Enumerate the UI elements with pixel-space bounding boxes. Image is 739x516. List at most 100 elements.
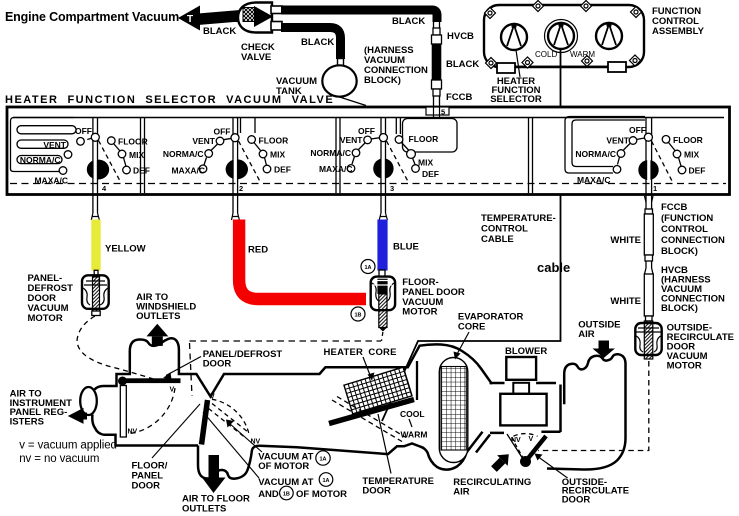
svg-text:V: V <box>529 436 534 443</box>
svg-text:MOTOR: MOTOR <box>667 361 702 372</box>
svg-text:VACUUM: VACUUM <box>364 55 405 66</box>
svg-text:COLD: COLD <box>535 50 557 59</box>
svg-text:FLOOR: FLOOR <box>409 134 439 144</box>
svg-text:AIR: AIR <box>453 487 470 498</box>
svg-text:DOOR: DOOR <box>203 359 232 370</box>
svg-text:BLOWER: BLOWER <box>505 346 547 357</box>
svg-text:MAXA/C: MAXA/C <box>577 175 611 185</box>
svg-text:BLACK: BLACK <box>392 16 425 27</box>
svg-text:TEMPERATURE-: TEMPERATURE- <box>481 213 556 224</box>
svg-text:VACUUM: VACUUM <box>28 303 69 314</box>
svg-text:4: 4 <box>102 184 107 193</box>
svg-text:VENT: VENT <box>606 136 629 146</box>
svg-text:FLOOR/: FLOOR/ <box>132 461 168 472</box>
svg-text:AIR TO: AIR TO <box>136 292 168 303</box>
svg-text:MIX: MIX <box>684 150 699 160</box>
svg-text:BLOCK): BLOCK) <box>661 246 698 257</box>
svg-text:CORE: CORE <box>458 322 485 333</box>
svg-text:HEATER CORE: HEATER CORE <box>324 347 397 358</box>
svg-text:COOL: COOL <box>400 409 425 419</box>
svg-text:YELLOW: YELLOW <box>105 244 146 255</box>
svg-text:3: 3 <box>390 184 394 193</box>
svg-text:Engine Compartment Vacuum: Engine Compartment Vacuum <box>5 10 179 24</box>
svg-text:VENT: VENT <box>192 136 215 146</box>
svg-text:NORMA/C: NORMA/C <box>163 149 204 159</box>
svg-text:FLOOR: FLOOR <box>259 136 289 146</box>
svg-text:v = vacuum applied: v = vacuum applied <box>19 440 117 452</box>
svg-text:(HARNESS: (HARNESS <box>661 275 711 286</box>
svg-text:MIX: MIX <box>418 158 433 168</box>
svg-text:5: 5 <box>441 108 445 117</box>
svg-text:DOOR: DOOR <box>132 481 161 492</box>
svg-text:FCCB: FCCB <box>446 92 473 103</box>
svg-text:1A: 1A <box>364 265 371 271</box>
svg-text:FCCB: FCCB <box>661 202 688 213</box>
svg-text:HEATER FUNCTION SELECTOR VACUU: HEATER FUNCTION SELECTOR VACUUM VALVE <box>5 94 334 106</box>
svg-text:NV: NV <box>511 437 521 444</box>
svg-text:RECIRCULATING: RECIRCULATING <box>453 477 531 488</box>
svg-text:FLOOR: FLOOR <box>118 137 148 147</box>
svg-text:PANEL-: PANEL- <box>28 273 63 284</box>
svg-text:RED: RED <box>248 245 268 256</box>
svg-text:FUNCTION: FUNCTION <box>652 6 701 17</box>
svg-text:WHITE: WHITE <box>610 296 641 307</box>
svg-text:DEF: DEF <box>274 165 291 175</box>
svg-text:EVAPORATOR: EVAPORATOR <box>458 312 524 323</box>
svg-text:BLUE: BLUE <box>393 242 419 253</box>
svg-text:VACUUM AT: VACUUM AT <box>258 477 313 488</box>
svg-text:AND: AND <box>258 489 279 500</box>
svg-text:CONTROL: CONTROL <box>652 16 699 27</box>
svg-text:V: V <box>210 394 215 401</box>
svg-text:DEFROST: DEFROST <box>28 283 74 294</box>
svg-text:ASSEMBLY: ASSEMBLY <box>652 26 705 37</box>
svg-text:WINDSHIELD: WINDSHIELD <box>136 302 196 313</box>
svg-text:BLACK: BLACK <box>301 37 334 48</box>
svg-text:2: 2 <box>239 184 243 193</box>
svg-text:OF MOTOR: OF MOTOR <box>296 489 347 500</box>
svg-text:CONTROL: CONTROL <box>481 224 528 235</box>
svg-text:PANEL/DEFROST: PANEL/DEFROST <box>203 349 283 360</box>
svg-text:HVCB: HVCB <box>661 265 688 276</box>
svg-text:AIR TO: AIR TO <box>10 389 42 400</box>
svg-text:1B: 1B <box>283 492 290 498</box>
svg-text:WARM: WARM <box>570 50 595 59</box>
svg-text:BLOCK): BLOCK) <box>364 75 401 86</box>
svg-text:(HARNESS: (HARNESS <box>364 45 414 56</box>
svg-text:VENT: VENT <box>340 135 363 145</box>
svg-text:VACUUM: VACUUM <box>276 76 317 87</box>
svg-text:NORMA/C: NORMA/C <box>310 148 351 158</box>
svg-text:NORMA/C: NORMA/C <box>575 149 616 159</box>
svg-text:VACUUM AT: VACUUM AT <box>258 452 313 463</box>
svg-text:NV: NV <box>128 429 138 436</box>
svg-text:DOOR: DOOR <box>362 486 391 497</box>
svg-text:DEF: DEF <box>133 166 150 176</box>
svg-text:WARM: WARM <box>401 430 428 440</box>
svg-text:VENT: VENT <box>43 140 66 150</box>
svg-text:BLACK: BLACK <box>446 59 479 70</box>
svg-text:PANEL REG-: PANEL REG- <box>10 407 68 418</box>
svg-text:MIX: MIX <box>270 150 285 160</box>
svg-text:INSTRUMENT: INSTRUMENT <box>10 398 72 409</box>
svg-text:RECIRCULATE: RECIRCULATE <box>667 332 734 343</box>
svg-text:NV: NV <box>251 439 261 446</box>
svg-text:ISTERS: ISTERS <box>10 417 44 428</box>
svg-text:BLACK: BLACK <box>203 26 236 37</box>
svg-text:TEMPERATURE: TEMPERATURE <box>362 476 434 487</box>
svg-text:(FUNCTION: (FUNCTION <box>661 213 713 224</box>
svg-text:VACUUM: VACUUM <box>661 284 702 295</box>
svg-text:MAXA/C: MAXA/C <box>319 164 353 174</box>
svg-text:V: V <box>170 387 175 394</box>
svg-text:1A: 1A <box>319 457 326 463</box>
svg-text:1A: 1A <box>322 478 329 484</box>
svg-text:DOOR: DOOR <box>28 293 57 304</box>
svg-text:OUTLETS: OUTLETS <box>182 504 226 515</box>
svg-text:PANEL DOOR: PANEL DOOR <box>402 287 465 298</box>
svg-text:AIR: AIR <box>578 329 595 340</box>
svg-text:VACUUM: VACUUM <box>667 351 708 362</box>
svg-text:WHITE: WHITE <box>610 235 641 246</box>
svg-text:FLOOR-: FLOOR- <box>402 277 438 288</box>
svg-text:HEATER: HEATER <box>497 76 535 87</box>
svg-text:OUTLETS: OUTLETS <box>136 311 180 322</box>
svg-text:DOOR: DOOR <box>667 342 696 353</box>
svg-text:OUTSIDE-: OUTSIDE- <box>562 477 607 488</box>
